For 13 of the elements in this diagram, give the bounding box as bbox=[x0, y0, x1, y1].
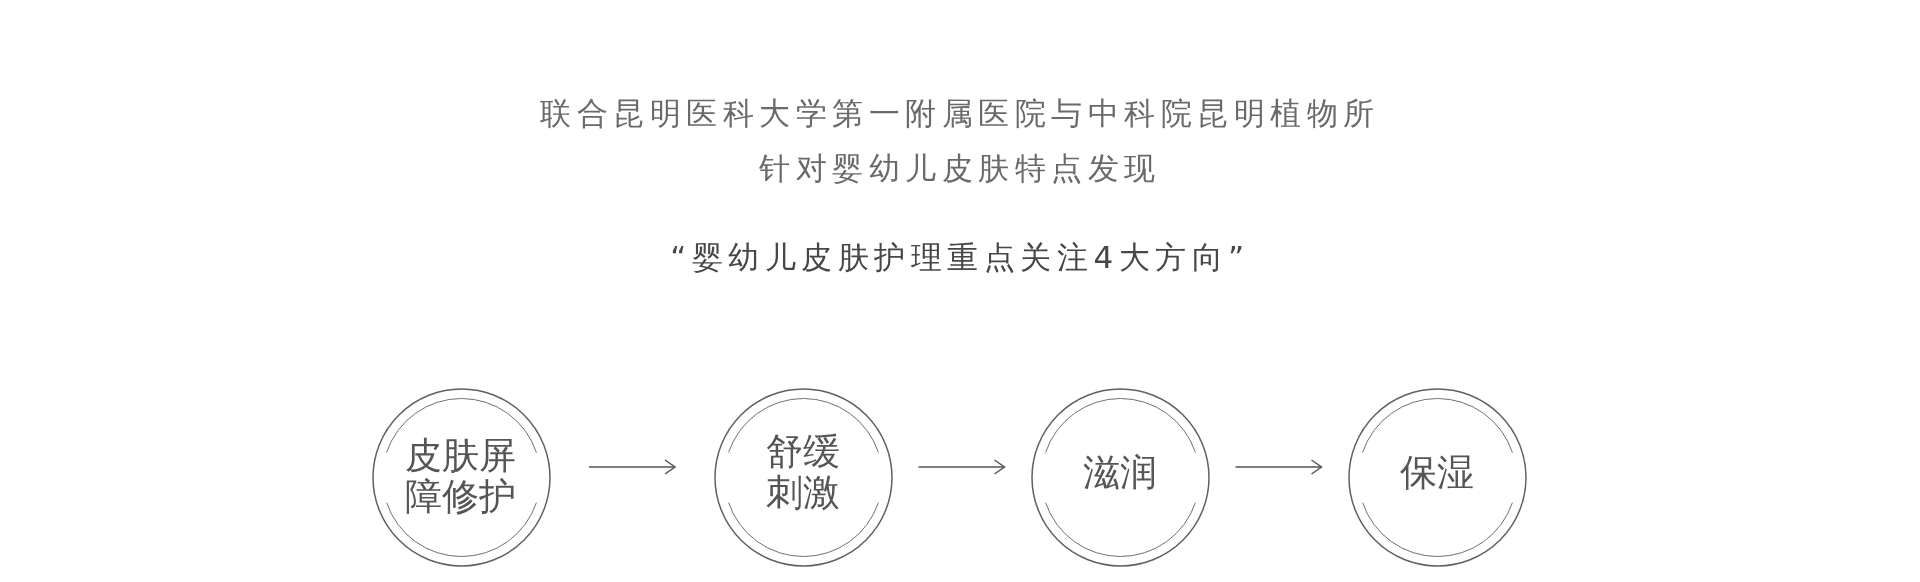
step-label: 滋润 bbox=[1082, 451, 1158, 493]
arrow bbox=[1234, 459, 1323, 475]
step-label: 皮肤屏障修护 bbox=[404, 435, 518, 517]
step-label: 保湿 bbox=[1399, 451, 1475, 493]
step-circle bbox=[371, 387, 551, 567]
heading: 联合昆明医科大学第一附属医院与中科院昆明植物所针对婴幼儿皮肤特点发现 bbox=[539, 94, 1381, 188]
arrow bbox=[917, 459, 1006, 475]
step-circle bbox=[1030, 387, 1210, 567]
quote-heading: “婴幼儿皮肤护理重点关注4大方向” bbox=[670, 238, 1250, 277]
step-circle bbox=[713, 387, 893, 567]
arrow bbox=[588, 459, 676, 475]
step-circle bbox=[1347, 387, 1527, 567]
step-label: 舒缓刺激 bbox=[765, 431, 841, 513]
